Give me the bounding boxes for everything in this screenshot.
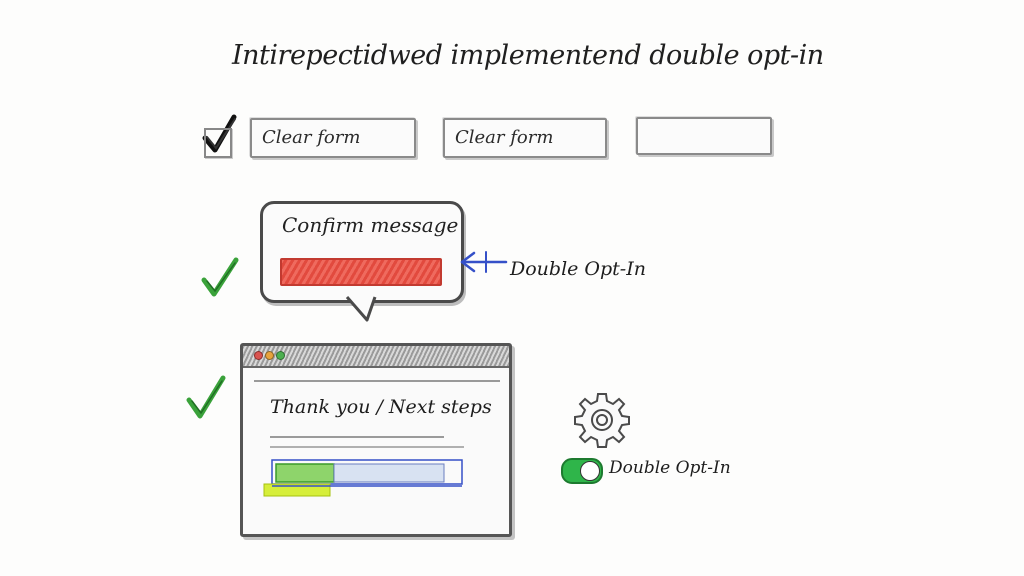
window-close-dot (254, 351, 263, 360)
arrow-icon (460, 251, 508, 273)
double-opt-in-toggle[interactable] (561, 458, 603, 484)
green-checkmark-icon (186, 375, 226, 419)
window-titlebar (243, 346, 509, 368)
toggle-label: Double Opt-In (609, 458, 731, 478)
confirm-message-bubble (260, 201, 464, 303)
window-maximize-dot (276, 351, 285, 360)
window-minimize-dot (265, 351, 274, 360)
bubble-tail (345, 294, 377, 322)
gear-icon (574, 393, 630, 448)
green-checkmark-icon (201, 257, 239, 297)
content-line (270, 436, 444, 438)
field-label: Clear form (262, 127, 361, 148)
confirm-progress-bar (280, 258, 442, 286)
page-title: Intirepectidwed implementend double opt-… (232, 40, 824, 71)
checkbox-frame (204, 128, 232, 158)
empty-field[interactable] (636, 117, 772, 155)
content-line (270, 446, 464, 448)
clear-form-field[interactable]: Clear form (250, 118, 416, 158)
field-label: Clear form (455, 127, 554, 148)
content-line (254, 380, 500, 382)
double-opt-in-label: Double Opt-In (510, 258, 646, 280)
progress-bar-sketch (263, 459, 463, 497)
clear-form-field[interactable]: Clear form (443, 118, 607, 158)
confirm-message-title: Confirm message (282, 213, 459, 237)
thank-you-window (240, 343, 512, 537)
toggle-knob (580, 461, 600, 481)
thank-you-heading: Thank you / Next steps (270, 396, 492, 418)
